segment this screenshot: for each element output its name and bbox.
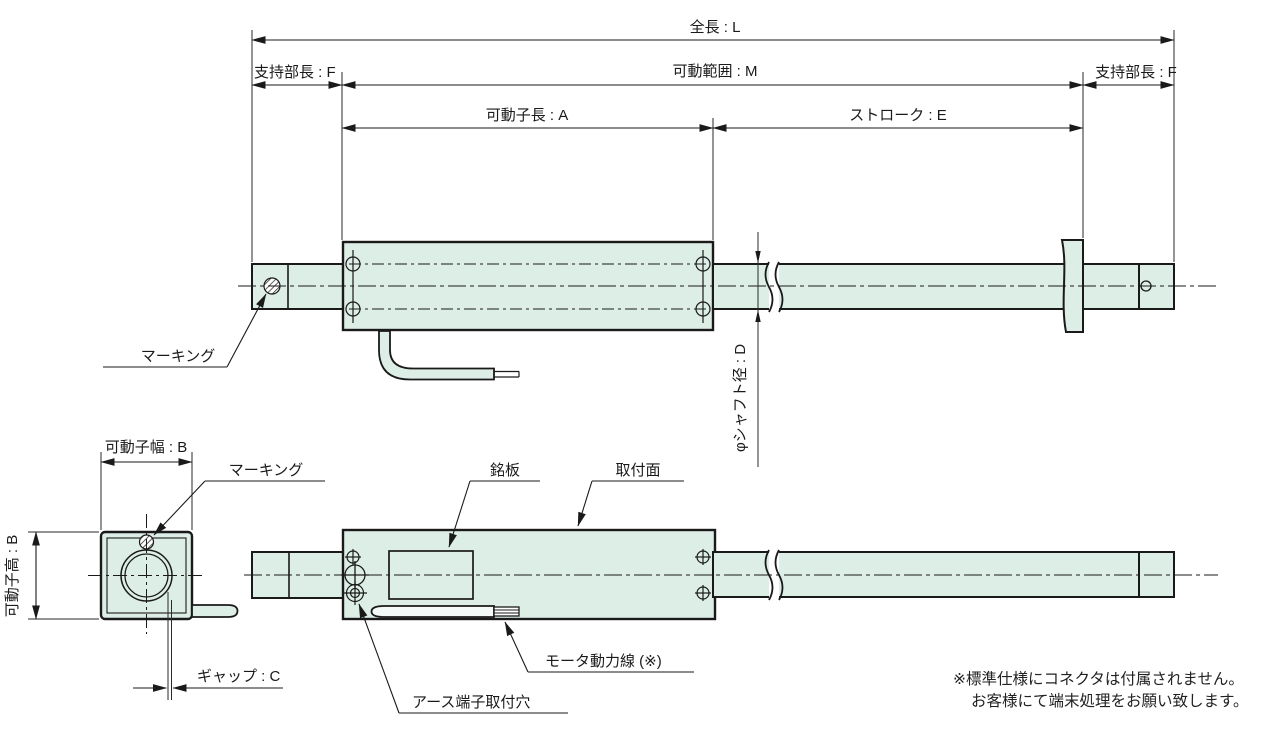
- label-marking-top: マーキング: [141, 348, 216, 365]
- label-movable-range: 可動範囲 : M: [673, 62, 758, 80]
- earth-hole-leader: アース端子取付穴: [358, 603, 568, 714]
- earth-terminal-hole: [343, 581, 367, 605]
- label-support-left: 支持部長 : F: [254, 64, 336, 81]
- motor-cable-bottom: [370, 605, 495, 618]
- motor-cable-side: [378, 330, 495, 381]
- note-line-2: お客様にて端末処理をお願い致します。: [971, 692, 1248, 710]
- shaft-break-curve-right: [774, 261, 784, 313]
- cable-wire-tip-bottom: [493, 606, 520, 617]
- motor-cable-leader: モータ動力線 (※): [504, 621, 694, 673]
- end-view-centerlines: [88, 514, 205, 634]
- mount-surface-leader: 取付面: [577, 462, 684, 527]
- cable-wire-tip-side: [494, 370, 520, 378]
- label-forcer-length: 可動子長 : A: [486, 107, 569, 124]
- dim-forcer-width: 可動子幅 : B: [100, 439, 193, 530]
- marking-leader-top: マーキング: [103, 293, 267, 368]
- extension-lines-top: [251, 30, 1175, 262]
- cable-stub-end-view: [191, 604, 239, 618]
- label-marking-front: マーキング: [229, 462, 304, 479]
- bottom-view: 銘板 取付面 モータ動力線 (※) アース端子取付穴: [244, 461, 1218, 714]
- shaft-break-gap: [769, 261, 779, 312]
- hole-center-lines: [349, 263, 708, 310]
- label-earth-hole: アース端子取付穴: [412, 694, 530, 711]
- label-total-length: 全長 : L: [690, 18, 741, 36]
- label-nameplate: 銘板: [490, 461, 520, 479]
- dim-gap: ギャップ : C: [133, 592, 283, 700]
- top-view: 全長 : L 支持部長 : F 可動範囲 : M 支持部長 : F 可動子長 :…: [103, 18, 1218, 467]
- shaft-break-curve-left: [764, 261, 774, 313]
- dim-shaft-diameter: [755, 232, 761, 467]
- label-shaft-diameter: φシャフト径 : D: [732, 344, 749, 452]
- label-forcer-width: 可動子幅 : B: [105, 439, 188, 456]
- label-gap: ギャップ : C: [197, 668, 281, 685]
- label-support-right: 支持部長 : F: [1095, 64, 1177, 81]
- dimension-lines-top: [251, 36, 1175, 132]
- footnote: ※標準仕様にコネクタは付属されません。 お客様にて端末処理をお願い致します。: [953, 670, 1248, 710]
- label-forcer-height: 可動子高 : B: [4, 535, 21, 618]
- marking-leader-front: マーキング: [153, 462, 325, 536]
- note-line-1: ※標準仕様にコネクタは付属されません。: [953, 670, 1244, 688]
- nameplate-leader: 銘板: [448, 461, 540, 548]
- mount-screw-holes: [345, 549, 711, 601]
- label-stroke: ストローク : E: [849, 107, 947, 124]
- dim-forcer-height: 可動子高 : B: [4, 531, 99, 620]
- label-mount-surface: 取付面: [615, 462, 660, 479]
- label-motor-cable: モータ動力線 (※): [545, 653, 662, 670]
- end-view: 可動子幅 : B 可動子高 : B ギャップ : C マーキング: [4, 439, 325, 700]
- shaft-break-gap-bottom: [769, 549, 779, 600]
